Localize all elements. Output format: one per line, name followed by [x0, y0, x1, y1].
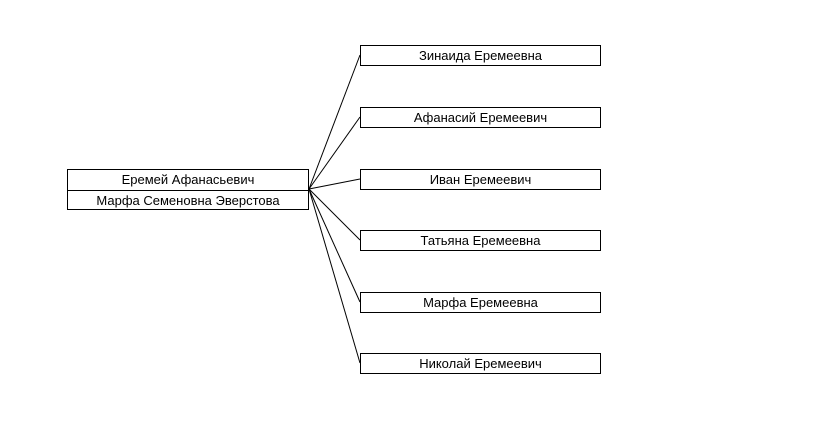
connector-line-child-6 — [308, 188, 361, 364]
child-box-2: Афанасий Еремеевич — [360, 107, 601, 128]
connector-line-child-2 — [308, 116, 361, 190]
child-box-1: Зинаида Еремеевна — [360, 45, 601, 66]
child-box-5: Марфа Еремеевна — [360, 292, 601, 313]
father-name: Еремей Афанасьевич — [68, 170, 308, 191]
connector-line-child-3 — [308, 178, 361, 190]
mother-name: Марфа Семеновна Эверстова — [96, 193, 280, 208]
connector-line-child-5 — [308, 188, 361, 303]
child-box-6: Николай Еремеевич — [360, 353, 601, 374]
connector-line-child-1 — [308, 54, 361, 190]
connector-line-child-4 — [308, 188, 361, 241]
child-box-4: Татьяна Еремеевна — [360, 230, 601, 251]
parents-box: Еремей Афанасьевич Марфа Семеновна Эверс… — [67, 169, 309, 210]
child-box-3: Иван Еремеевич — [360, 169, 601, 190]
